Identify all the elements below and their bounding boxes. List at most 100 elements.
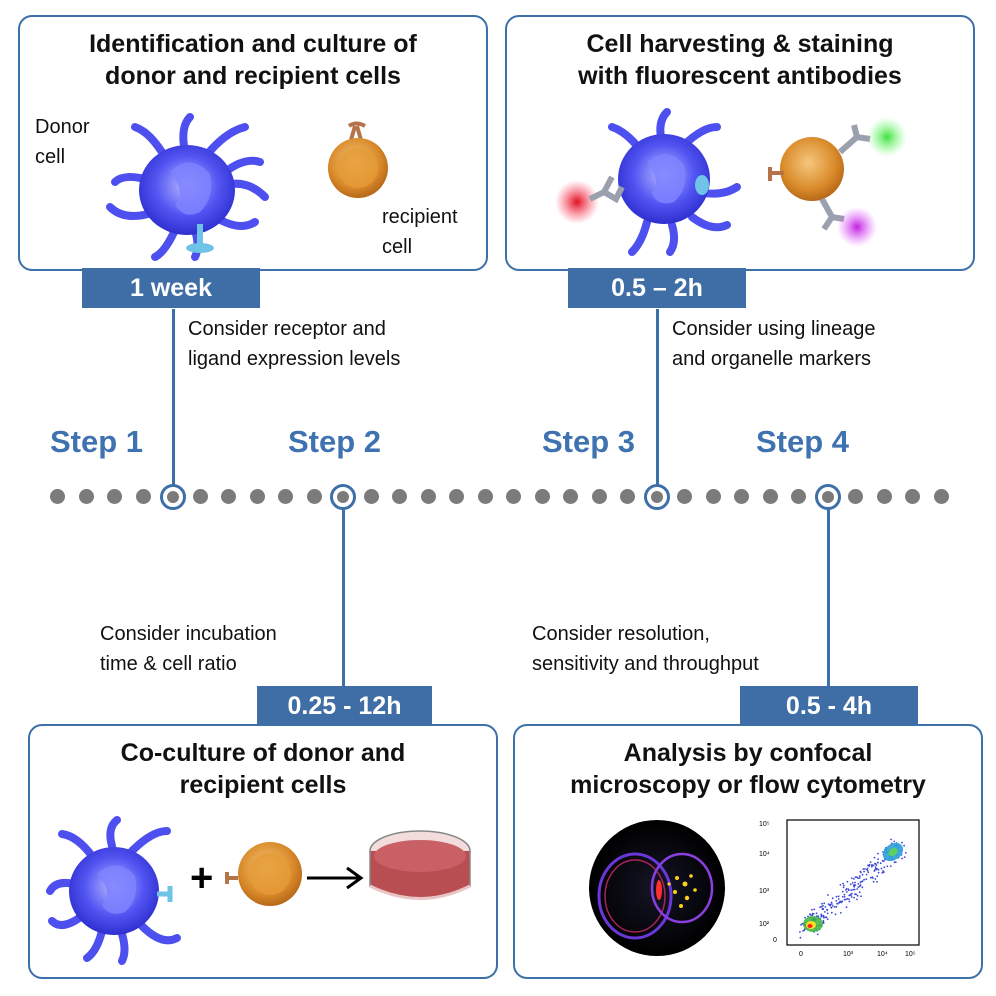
scatter-point: [865, 873, 868, 876]
scatter-point: [845, 898, 847, 901]
x-tick-label: 10⁵: [905, 951, 916, 958]
timeline-dot: [506, 489, 521, 504]
scatter-point: [801, 922, 804, 925]
scatter-point: [848, 900, 851, 903]
scatter-point: [874, 866, 877, 868]
scatter-point: [856, 888, 859, 890]
scatter-point: [835, 900, 838, 902]
donor-label-line2: cell: [35, 146, 66, 168]
scatter-point: [880, 867, 883, 870]
scatter-point: [861, 886, 864, 889]
panel-title-line2: with fluorescent antibodies: [578, 62, 902, 90]
scatter-point: [824, 916, 827, 918]
scatter-point: [820, 905, 823, 908]
stained-recipient-cell-icon: [768, 117, 907, 247]
scatter-point: [816, 933, 819, 936]
scatter-point: [869, 876, 872, 879]
donor-label-line1: Donor: [35, 116, 90, 138]
timeline-marker-step2: [330, 484, 356, 510]
timeline-dot: [477, 489, 493, 504]
scatter-point: [872, 877, 874, 879]
scatter-point: [861, 880, 864, 883]
timeline-dot: [306, 489, 322, 504]
scatter-point: [877, 868, 880, 871]
scatter-point: [832, 905, 834, 907]
scatter-point: [858, 875, 861, 877]
timeline-dot: [221, 489, 236, 504]
scatter-point: [842, 886, 845, 889]
scatter-point: [858, 877, 861, 879]
timeline-dot: [278, 489, 293, 504]
recipient-label-line1: recipient: [382, 206, 458, 228]
scatter-point: [855, 893, 857, 896]
scatter-point: [871, 864, 873, 867]
scatter-point: [876, 880, 878, 883]
scatter-point: [846, 897, 849, 900]
y-tick-label: 10⁴: [759, 851, 770, 858]
scatter-point: [843, 893, 846, 896]
step-2-label: Step 2: [288, 424, 382, 459]
scatter-point: [815, 912, 818, 915]
note-step1-line1: Consider receptor and: [188, 318, 386, 340]
scatter-point: [812, 913, 815, 915]
note-step2-line1: Consider incubation: [100, 623, 277, 645]
scatter-point: [813, 908, 815, 911]
scatter-point: [872, 880, 875, 883]
x-tick-label: 0: [799, 951, 803, 958]
scatter-point: [903, 844, 905, 847]
scatter-point: [854, 881, 856, 884]
timeline-dot: [135, 489, 151, 504]
timeline-dot: [249, 489, 265, 504]
scatter-point: [894, 861, 897, 863]
scatter-point: [821, 908, 824, 910]
scatter-point: [873, 856, 876, 859]
timeline-dot: [534, 489, 550, 504]
scatter-point: [835, 905, 838, 908]
recipient-label-line2: cell: [382, 236, 413, 258]
timeline-dot: [762, 489, 778, 504]
scatter-point: [889, 865, 892, 867]
timeline-dot: [107, 489, 122, 504]
scatter-point: [830, 901, 833, 904]
scatter-point: [881, 872, 884, 874]
panel-step1-culture: Identification and culture of donor and …: [18, 15, 488, 271]
scatter-point: [854, 884, 857, 887]
scatter-point: [869, 861, 872, 863]
timeline-marker-step4: [815, 484, 841, 510]
y-tick-label: 10⁵: [759, 821, 770, 828]
scatter-point: [860, 895, 862, 898]
scatter-point: [834, 913, 837, 916]
timeline-dot: [848, 489, 863, 504]
scatter-point: [843, 896, 846, 898]
plus-sign: +: [190, 856, 214, 900]
timeline-marker-step3: [644, 484, 670, 510]
scatter-point: [855, 876, 858, 878]
scatter-point: [877, 852, 879, 855]
scatter-point: [845, 906, 848, 909]
timeline-dot: [449, 489, 464, 504]
scatter-point: [872, 864, 875, 867]
timeline-dot: [420, 489, 436, 504]
scatter-point: [820, 915, 823, 918]
timeline-dot: [363, 489, 379, 504]
scatter-point: [858, 885, 861, 888]
donor-cell-icon: [46, 816, 181, 965]
step-4-label: Step 4: [756, 424, 850, 459]
scatter-point: [853, 896, 855, 899]
scatter-point: [823, 916, 825, 919]
timeline-dot: [620, 489, 635, 504]
y-tick-label: 0: [773, 937, 777, 944]
scatter-point: [842, 882, 844, 885]
scatter-point: [822, 921, 825, 923]
scatter-point: [852, 888, 854, 891]
scatter-point: [890, 838, 892, 841]
panel-step3-staining: Cell harvesting & staining with fluoresc…: [505, 15, 975, 271]
scatter-point: [875, 864, 878, 866]
timeline-dot: [905, 489, 920, 504]
scatter-point: [860, 880, 862, 883]
recipient-cell-icon: [328, 121, 388, 198]
scatter-point: [846, 880, 849, 883]
panel-title-line1: Cell harvesting & staining: [586, 30, 894, 58]
scatter-point: [849, 893, 852, 896]
scatter-point: [873, 869, 876, 872]
